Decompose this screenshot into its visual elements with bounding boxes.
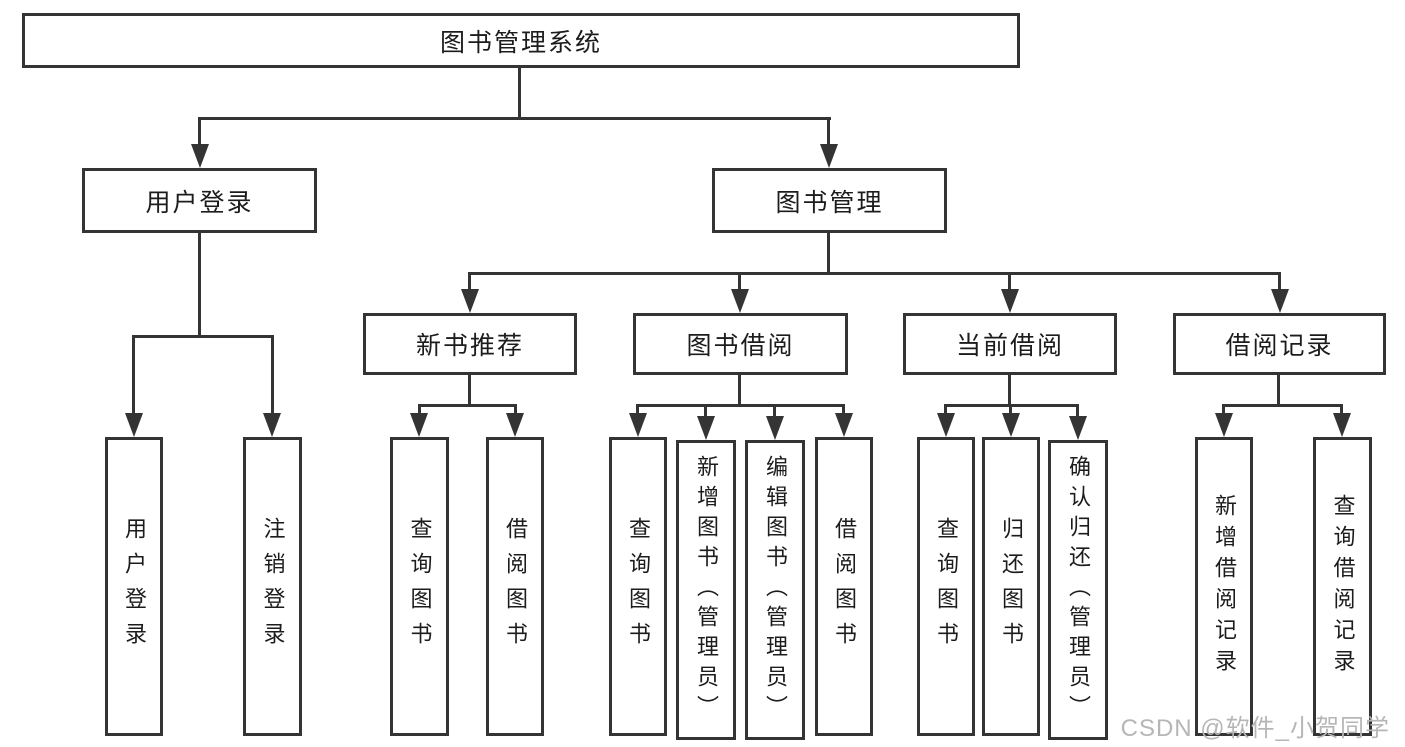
node-root-label: 图书管理系统 (439, 28, 602, 57)
leaf-rec-borrow-book: 借阅图书 (486, 437, 544, 736)
connector-line (468, 375, 471, 407)
node-borrow-records-label: 借阅记录 (1225, 332, 1334, 360)
connector-line (704, 404, 707, 419)
arrow-down-icon (410, 413, 428, 437)
connector-line (636, 404, 845, 407)
connector-line (1222, 404, 1343, 407)
arrow-down-icon (1069, 416, 1087, 440)
node-user-login-label: 用户登录 (145, 188, 254, 217)
leaf-rec-query-book: 查询图书 (390, 437, 449, 736)
connector-line (1009, 404, 1012, 419)
arrow-down-icon (1333, 413, 1351, 437)
leaf-br-query-record-label: 查询借阅记录 (1330, 493, 1356, 680)
connector-line (1076, 404, 1079, 419)
leaf-cb-query-book-label: 查询图书 (934, 516, 959, 657)
leaf-br-add-record-label: 新增借阅记录 (1212, 493, 1237, 680)
connector-line (1008, 272, 1011, 295)
node-book-mgmt: 图书管理 (712, 168, 947, 233)
leaf-bb-borrow-book-label: 借阅图书 (832, 516, 857, 657)
leaf-bb-add-book: 新增图书（管理员） (676, 440, 736, 740)
arrow-down-icon (1002, 413, 1020, 437)
node-new-book-rec-label: 新书推荐 (415, 332, 524, 360)
watermark: CSDN @软件_小贺同学 (1120, 715, 1390, 742)
leaf-cb-confirm-return: 确认归还（管理员） (1048, 440, 1108, 740)
leaf-user-login-label: 用户登录 (122, 516, 147, 657)
connector-line (132, 335, 135, 419)
connector-line (827, 233, 830, 275)
arrow-down-icon (263, 413, 281, 437)
leaf-rec-query-book-label: 查询图书 (407, 516, 433, 657)
connector-line (636, 404, 639, 419)
connector-line (418, 404, 517, 407)
arrow-down-icon (1215, 413, 1233, 437)
leaf-bb-edit-book: 编辑图书（管理员） (745, 440, 805, 740)
arrow-down-icon (835, 413, 853, 437)
connector-line (1222, 404, 1225, 419)
connector-line (1008, 375, 1011, 407)
leaf-logout-label: 注销登录 (260, 516, 286, 657)
node-book-borrow: 图书借阅 (633, 313, 848, 375)
leaf-bb-borrow-book: 借阅图书 (815, 437, 873, 736)
node-borrow-records: 借阅记录 (1173, 313, 1386, 375)
leaf-br-query-record: 查询借阅记录 (1313, 437, 1372, 736)
leaf-cb-return-book-label: 归还图书 (999, 516, 1024, 657)
leaf-bb-query-book-label: 查询图书 (626, 516, 651, 657)
connector-line (827, 117, 830, 150)
arrow-down-icon (1271, 289, 1289, 313)
connector-line (514, 404, 517, 419)
connector-line (198, 117, 831, 120)
node-current-borrow: 当前借阅 (903, 313, 1117, 375)
leaf-cb-return-book: 归还图书 (982, 437, 1040, 736)
arrow-down-icon (191, 144, 209, 168)
connector-line (1278, 272, 1281, 295)
arrow-down-icon (125, 413, 143, 437)
arrow-down-icon (1001, 289, 1019, 313)
connector-line (1340, 404, 1343, 419)
node-book-borrow-label: 图书借阅 (686, 332, 795, 360)
leaf-bb-add-book-label: 新增图书（管理员） (694, 455, 719, 725)
leaf-br-add-record: 新增借阅记录 (1195, 437, 1253, 736)
arrow-down-icon (731, 289, 749, 313)
connector-line (132, 335, 274, 338)
connector-line (198, 233, 201, 338)
leaf-cb-confirm-return-label: 确认归还（管理员） (1066, 455, 1091, 725)
connector-line (468, 272, 1281, 275)
leaf-logout: 注销登录 (243, 437, 302, 736)
leaf-user-login: 用户登录 (105, 437, 163, 736)
node-user-login: 用户登录 (82, 168, 317, 233)
connector-line (271, 335, 274, 419)
connector-line (738, 272, 741, 295)
leaf-rec-borrow-book-label: 借阅图书 (503, 516, 528, 657)
node-root: 图书管理系统 (22, 13, 1020, 68)
arrow-down-icon (506, 413, 524, 437)
connector-line (418, 404, 421, 419)
arrow-down-icon (461, 289, 479, 313)
node-new-book-rec: 新书推荐 (363, 313, 577, 375)
leaf-bb-edit-book-label: 编辑图书（管理员） (763, 455, 788, 725)
connector-line (738, 375, 741, 407)
arrow-down-icon (820, 144, 838, 168)
connector-line (842, 404, 845, 419)
node-current-borrow-label: 当前借阅 (955, 332, 1064, 360)
connector-line (468, 272, 471, 295)
leaf-bb-query-book: 查询图书 (609, 437, 667, 736)
node-book-mgmt-label: 图书管理 (775, 188, 884, 217)
connector-line (773, 404, 776, 419)
arrow-down-icon (937, 413, 955, 437)
connector-line (198, 117, 201, 150)
connector-line (1277, 375, 1280, 407)
arrow-down-icon (766, 416, 784, 440)
leaf-cb-query-book: 查询图书 (917, 437, 975, 736)
connector-line (944, 404, 947, 419)
arrow-down-icon (697, 416, 715, 440)
connector-line (518, 68, 521, 120)
arrow-down-icon (629, 413, 647, 437)
